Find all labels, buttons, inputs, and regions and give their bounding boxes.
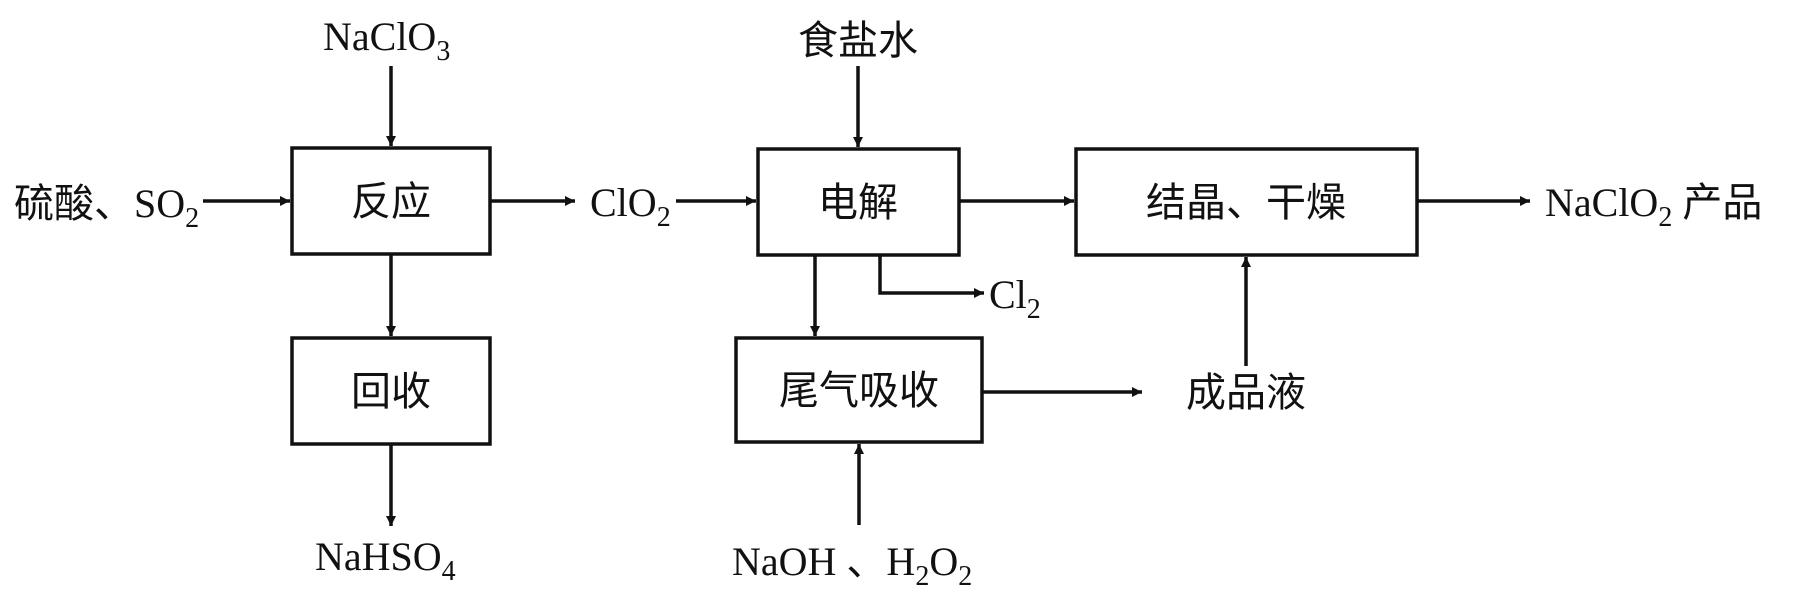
label-naoh-h2o2-main: NaOH 、H	[732, 539, 915, 584]
label-product-tail: 产品	[1672, 180, 1762, 225]
arrow-electrolysis-to-cl2	[878, 255, 984, 298]
label-naoh-h2o2-sub2: 2	[958, 561, 972, 592]
label-naclo3: NaClO3	[323, 14, 450, 67]
box-reaction: 反应	[290, 146, 492, 256]
label-naoh-h2o2-mid: O	[929, 539, 958, 584]
label-clo2-main: ClO	[590, 180, 657, 225]
label-product-sub: 2	[1658, 202, 1672, 233]
label-brine: 食盐水	[798, 18, 918, 63]
box-tail-gas: 尾气吸收	[734, 336, 984, 444]
label-naoh-h2o2-sub1: 2	[915, 561, 929, 592]
label-nahso4-main: NaHSO	[315, 534, 442, 579]
box-electrolysis-label: 电解	[818, 180, 898, 225]
label-clo2-sub: 2	[657, 202, 671, 233]
box-crystallize: 结晶、干燥	[1074, 147, 1419, 257]
label-product-main: NaClO	[1545, 180, 1658, 225]
box-tail-gas-label: 尾气吸收	[779, 368, 939, 413]
label-acid-input-sub: 2	[185, 203, 199, 234]
label-naoh-h2o2: NaOH 、H2O2	[732, 539, 972, 592]
label-naclo3-main: NaClO	[323, 14, 436, 59]
label-naclo3-sub: 3	[436, 36, 450, 67]
label-nahso4: NaHSO4	[315, 534, 456, 587]
label-cl2-main: Cl	[989, 272, 1027, 317]
label-acid-input-main: 硫酸、SO	[14, 181, 185, 226]
label-product-liquid: 成品液	[1186, 370, 1306, 415]
box-crystallize-label: 结晶、干燥	[1146, 180, 1346, 225]
label-cl2-sub: 2	[1027, 294, 1041, 325]
label-clo2: ClO2	[590, 180, 671, 233]
label-product: NaClO2 产品	[1545, 180, 1762, 233]
label-acid-input: 硫酸、SO2	[14, 181, 199, 234]
label-cl2: Cl2	[989, 272, 1041, 325]
box-recovery-label: 回收	[351, 369, 431, 414]
box-electrolysis: 电解	[756, 147, 961, 257]
label-nahso4-sub: 4	[442, 556, 456, 587]
box-recovery: 回收	[290, 336, 492, 446]
box-reaction-label: 反应	[351, 179, 431, 224]
